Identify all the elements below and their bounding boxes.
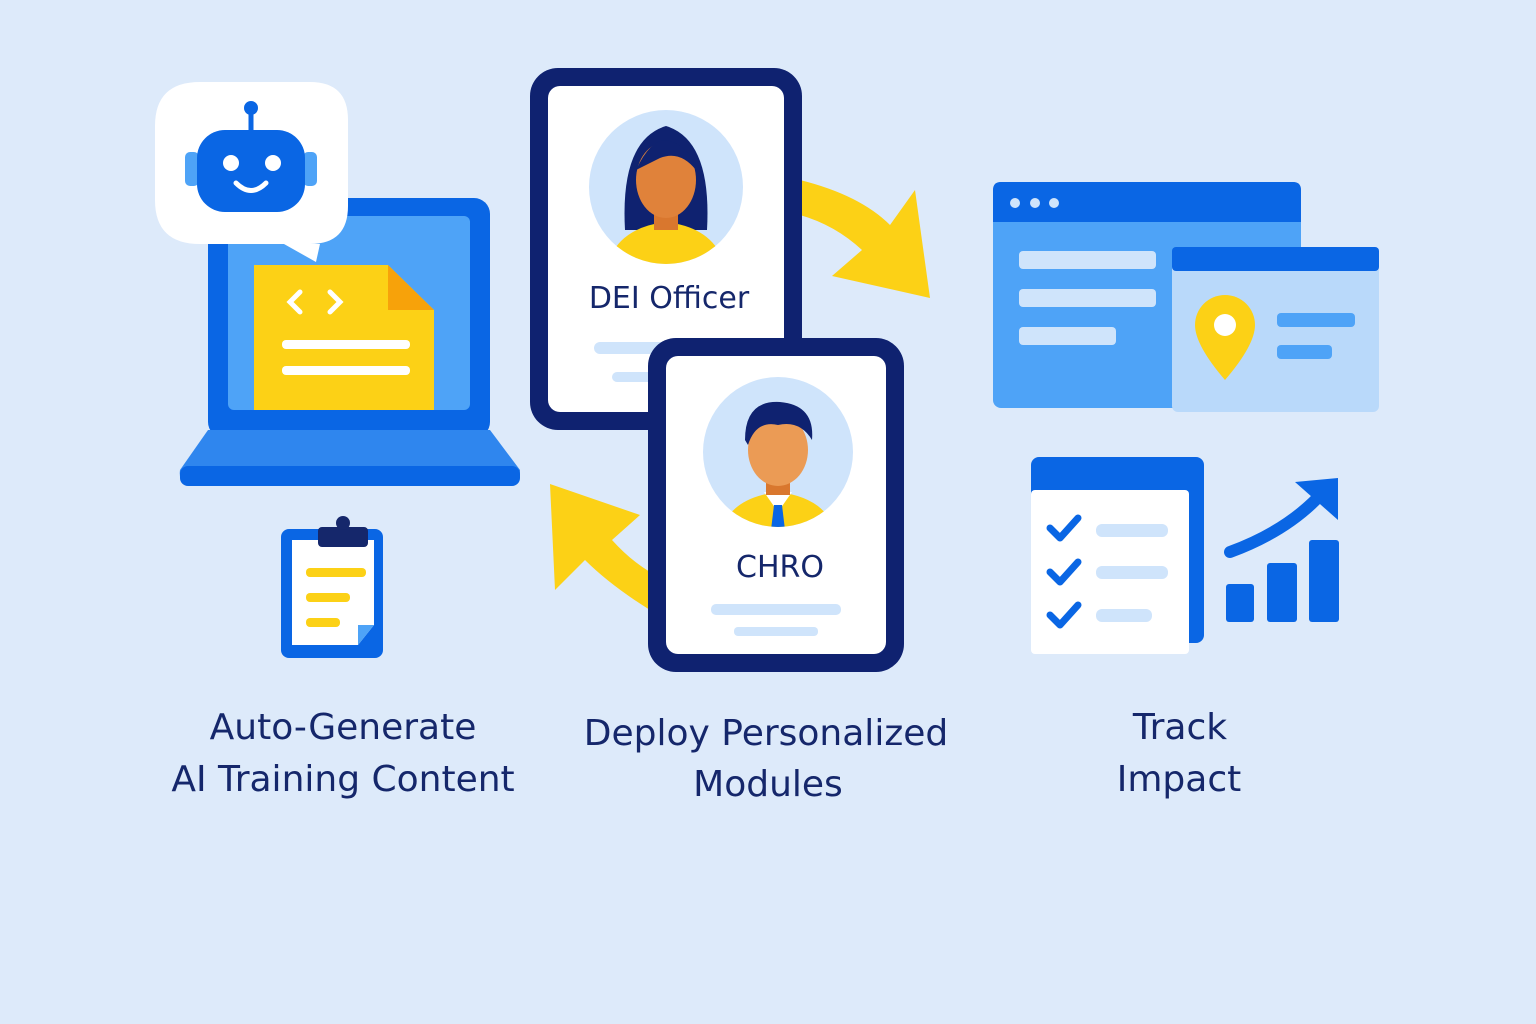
location-pin-icon <box>1195 295 1255 380</box>
checklist-icon <box>1031 457 1204 654</box>
step-2-title-line1: Deploy Personalized <box>584 713 948 754</box>
dei-officer-label: DEI Officer <box>589 281 750 316</box>
arrow-right-icon <box>800 180 930 298</box>
robot-chat-bubble-icon <box>155 82 348 262</box>
dashboard-window-icon <box>993 182 1379 412</box>
step-3-title-line2: Impact <box>1117 759 1242 800</box>
chro-label: CHRO <box>736 550 824 585</box>
growth-chart-icon <box>1224 478 1339 622</box>
step-3-title-line1: Track <box>1132 707 1227 748</box>
clipboard-icon <box>281 516 383 658</box>
step-2-title-line2: Modules <box>693 764 843 805</box>
arrow-left-icon <box>550 484 650 610</box>
chro-card: CHRO <box>648 338 904 672</box>
step-1-title-line1: Auto-Generate <box>210 707 477 748</box>
code-document-icon <box>254 265 434 410</box>
step-1-title-line2: AI Training Content <box>171 759 514 800</box>
